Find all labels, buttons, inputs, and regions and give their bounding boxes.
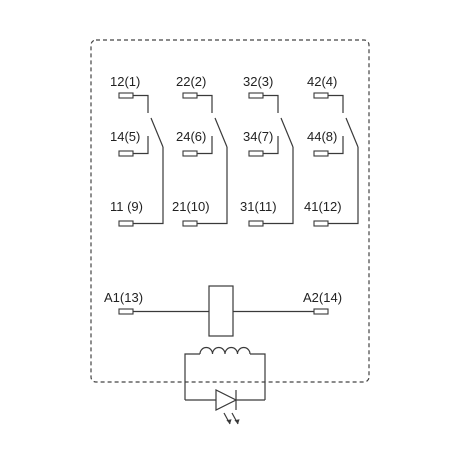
contact-3-nc-label: 32(3) <box>243 74 273 89</box>
contact-3-com-label: 31(11) <box>240 199 277 214</box>
contact-3-com-wire <box>263 147 294 225</box>
indicator-right-wire <box>250 353 266 400</box>
indicator-circuit <box>184 346 266 425</box>
relay-housing-outline <box>90 39 370 383</box>
inductor-icon <box>199 346 251 355</box>
contact-2-nc-label: 22(2) <box>176 74 206 89</box>
contact-1-nc-label: 12(1) <box>110 74 140 89</box>
contact-4-nc-label: 42(4) <box>307 74 337 89</box>
contact-4-no-label: 44(8) <box>307 129 337 144</box>
coil-a1-terminal <box>118 308 134 315</box>
contact-3-no-terminal <box>248 150 264 157</box>
contact-2-no-terminal <box>182 150 198 157</box>
contact-3-nc-wire <box>263 94 279 113</box>
contact-4-no-wire <box>328 136 344 155</box>
relay-coil-icon <box>208 285 234 337</box>
contact-2-com-label: 21(10) <box>172 199 210 214</box>
contact-1-no-wire <box>133 136 149 155</box>
contact-4-com-wire <box>328 147 359 225</box>
contact-3-com-terminal <box>248 220 264 227</box>
contact-1-com-terminal <box>118 220 134 227</box>
contact-group-4: 42(4) 44(8) 41(12) <box>304 74 359 227</box>
led-icon <box>215 389 240 425</box>
contact-2-nc-terminal <box>182 92 198 99</box>
contact-2-no-wire <box>197 136 213 155</box>
contact-1-no-terminal <box>118 150 134 157</box>
coil-a2-label: A2(14) <box>303 290 342 305</box>
contact-2-nc-wire <box>197 94 213 113</box>
contact-2-com-wire <box>197 147 228 225</box>
contact-2-no-label: 24(6) <box>176 129 206 144</box>
contact-4-com-label: 41(12) <box>304 199 342 214</box>
contact-3-no-wire <box>263 136 279 155</box>
contact-2-switch-blade <box>214 117 228 148</box>
contact-1-switch-blade <box>150 117 164 148</box>
coil-a2-terminal <box>313 308 329 315</box>
contact-4-nc-wire <box>328 94 344 113</box>
coil-a1-label: A1(13) <box>104 290 143 305</box>
indicator-left-wire <box>184 353 200 400</box>
contact-group-1: 12(1) 14(5) 11 (9) <box>110 74 164 227</box>
contact-4-com-terminal <box>313 220 329 227</box>
contact-1-com-wire <box>133 147 164 225</box>
contact-3-no-label: 34(7) <box>243 129 273 144</box>
contact-1-no-label: 14(5) <box>110 129 140 144</box>
coil-section: A1(13) A2(14) <box>104 285 342 337</box>
contact-3-nc-terminal <box>248 92 264 99</box>
contact-4-no-terminal <box>313 150 329 157</box>
contact-1-nc-wire <box>133 94 149 113</box>
contact-group-3: 32(3) 34(7) 31(11) <box>240 74 294 227</box>
contact-3-switch-blade <box>280 117 294 148</box>
contact-1-com-label: 11 (9) <box>110 199 143 214</box>
contact-1-nc-terminal <box>118 92 134 99</box>
contact-2-com-terminal <box>182 220 198 227</box>
contact-4-nc-terminal <box>313 92 329 99</box>
contact-group-2: 22(2) 24(6) 21(10) <box>172 74 228 227</box>
contact-4-switch-blade <box>345 117 359 148</box>
